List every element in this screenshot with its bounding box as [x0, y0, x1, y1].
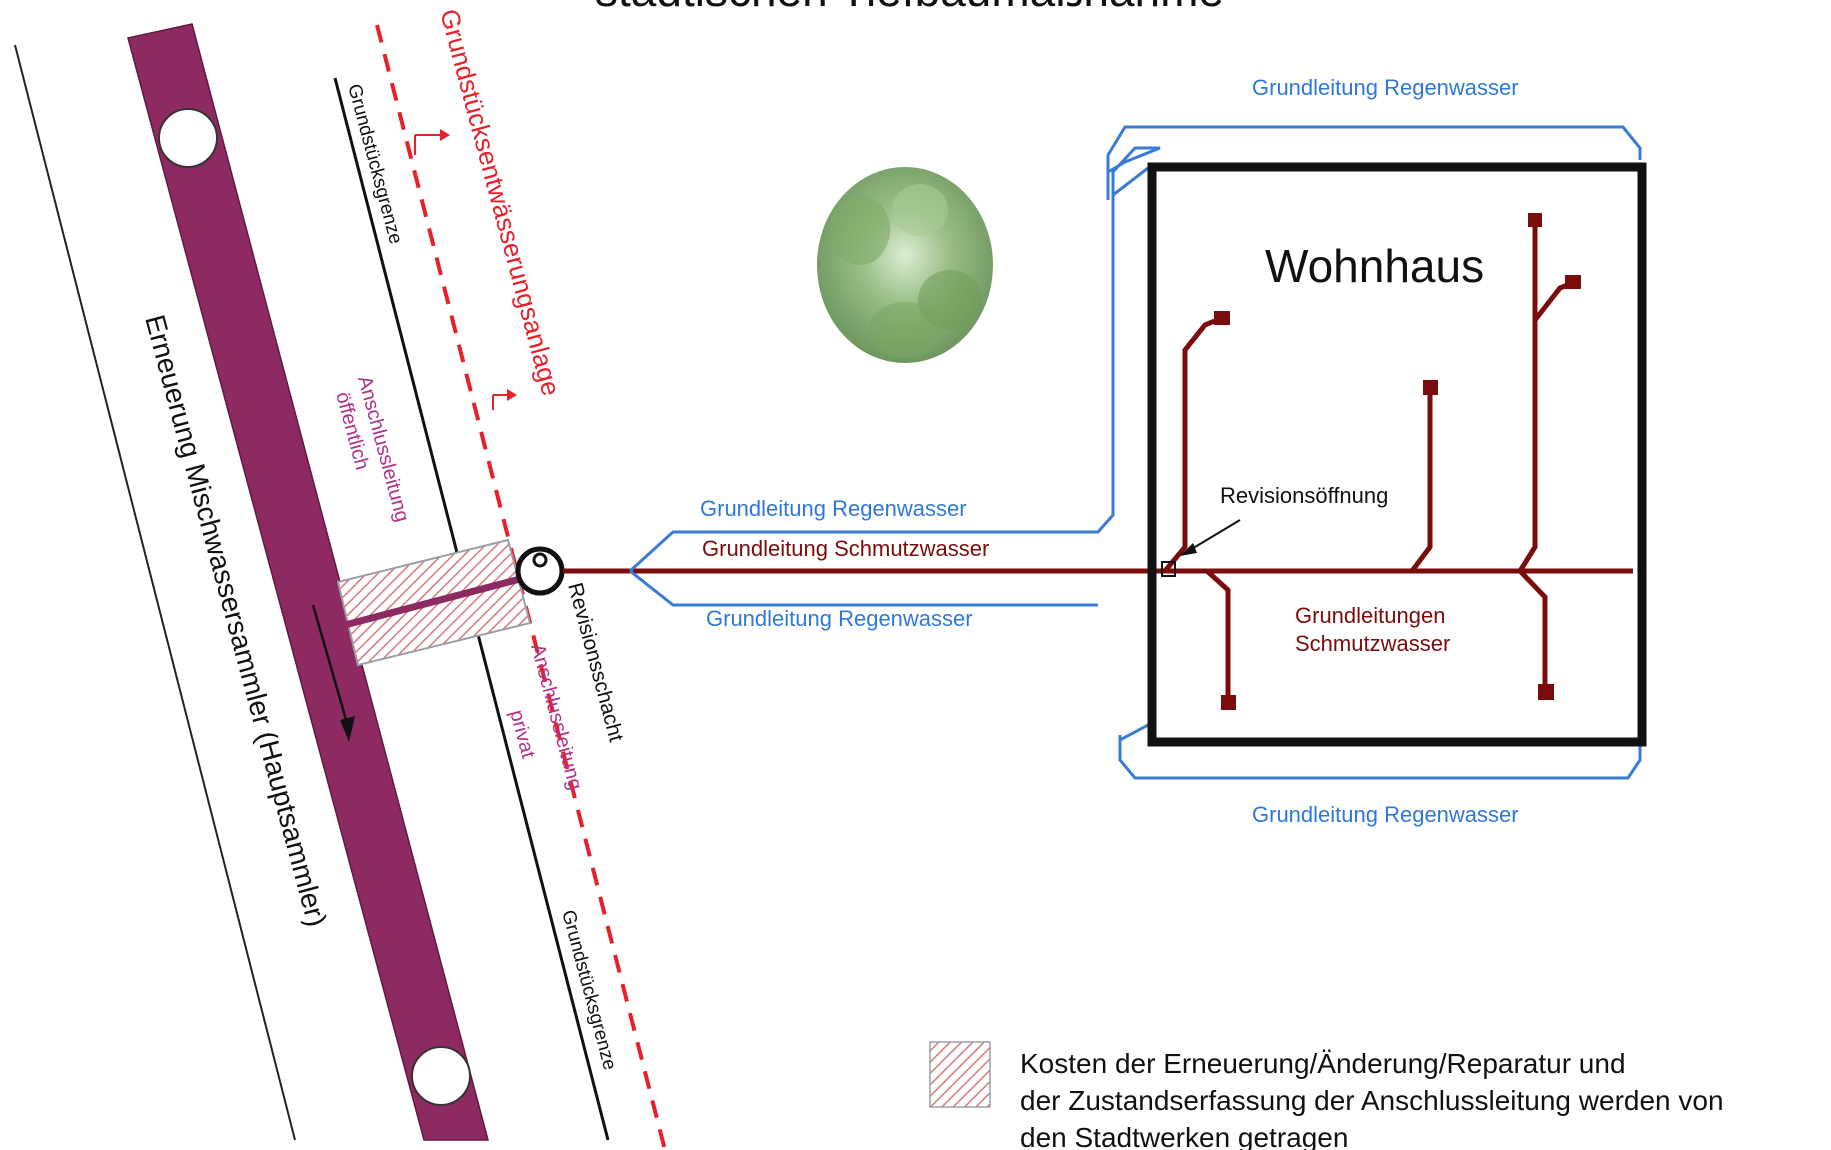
label-inspection-opening: Revisionsöffnung — [1220, 483, 1388, 508]
connection-pipe — [344, 575, 521, 629]
tree-icon — [817, 167, 993, 363]
label-connection-private-line1: Anschlussleitung — [526, 642, 586, 793]
rainwater-pipe-outer — [628, 146, 1161, 573]
manhole-bottom-icon — [411, 1046, 471, 1106]
inspection-opening-icon — [1161, 561, 1176, 577]
rainwater-pipe-top — [1106, 125, 1642, 172]
inspection-shaft-icon — [515, 546, 565, 596]
inspection-opening-arrowhead-icon — [1180, 543, 1197, 556]
label-wastewater-pipes-line1: Grundleitungen — [1295, 603, 1445, 628]
pipe-end-cap-icon — [1538, 684, 1554, 700]
label-inspection-shaft: Revisionsschacht — [563, 580, 628, 744]
rainwater-pipe-left-top — [1112, 166, 1149, 197]
main-sewer — [127, 23, 489, 1141]
boundary-arrowhead-icon — [507, 389, 517, 401]
manhole-top-icon — [158, 108, 218, 168]
legend-text-line3: den Stadtwerken getragen — [1020, 1122, 1348, 1150]
rainwater-pipe-bottom-run — [1118, 735, 1642, 780]
legend-text-line1: Kosten der Erneuerung/Änderung/Reparatur… — [1020, 1048, 1626, 1079]
label-wastewater-pipe: Grundleitung Schmutzwasser — [702, 536, 989, 561]
label-rainwater-bottom: Grundleitung Regenwasser — [1252, 802, 1519, 827]
label-wastewater-pipes-line2: Schmutzwasser — [1295, 631, 1450, 656]
rainwater-pipe-lower — [629, 569, 1098, 607]
legend-text-line2: der Zustandserfassung der Anschlussleitu… — [1020, 1085, 1724, 1116]
label-drainage-system: Grundstücksentwässerungsanlage — [434, 6, 566, 399]
rainwater-pipe-bottom — [1119, 723, 1149, 742]
pipe-end-cap-icon — [1565, 275, 1581, 289]
pipe-end-cap-icon — [1221, 695, 1236, 710]
house-wastewater-branches — [1163, 220, 1576, 700]
label-property-boundary-top: Grundstücksgrenze — [343, 82, 406, 247]
page-title: städtischen Tiefbaumaßnahme — [595, 0, 1224, 16]
label-rainwater-top: Grundleitung Regenwasser — [1252, 75, 1519, 100]
label-house: Wohnhaus — [1265, 240, 1484, 292]
label-rainwater-inner-bottom: Grundleitung Regenwasser — [706, 606, 973, 631]
inspection-opening-arrow-icon — [1189, 519, 1241, 551]
flow-arrowhead-icon — [340, 716, 355, 742]
street-edge-line — [14, 44, 296, 1141]
flow-arrow-icon — [311, 604, 351, 731]
legend-hatch-swatch — [929, 1041, 991, 1108]
label-rainwater-inner-top: Grundleitung Regenwasser — [700, 496, 967, 521]
house — [1147, 162, 1647, 747]
boundary-arrowhead-icon — [440, 129, 450, 141]
pipe-end-cap-icon — [1528, 213, 1542, 227]
pipe-end-cap-icon — [1423, 380, 1438, 395]
pipe-end-cap-icon — [1214, 311, 1230, 325]
label-connection-private-line2: privat — [505, 708, 539, 761]
inspection-shaft-inner-icon — [532, 552, 548, 568]
